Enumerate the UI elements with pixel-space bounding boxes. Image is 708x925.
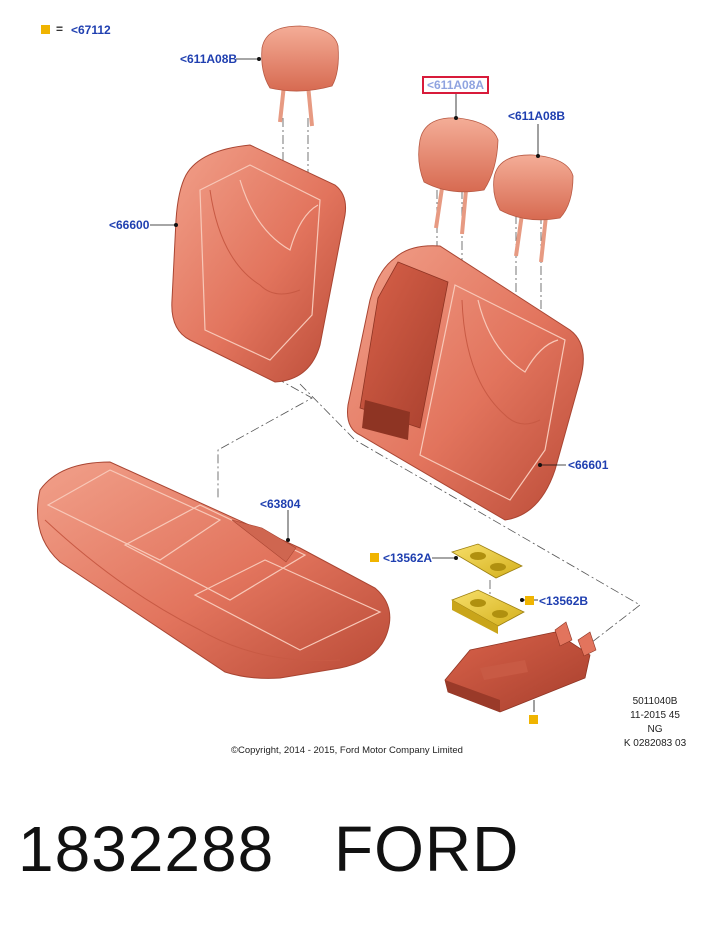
reference-line-3: NG (647, 724, 663, 735)
marker-square-cupholder-b-icon (525, 596, 534, 605)
armrest-bracket (444, 621, 597, 713)
headrest-center (418, 117, 499, 235)
callout-cupholder-a[interactable]: <13562A (383, 551, 433, 565)
reference-block: 5011040B 11-2015 45 NG K 0282083 03 (615, 695, 695, 751)
cupholder-a (451, 543, 523, 579)
marker-square-legend-icon (41, 25, 50, 34)
leader-dot-headrest-right (536, 154, 540, 158)
leader-dot-backrest-right (538, 463, 542, 467)
cupholder-b (451, 589, 525, 634)
leader-dot-cushion (286, 538, 290, 542)
backrest-right (347, 245, 584, 521)
headrest-left (261, 25, 339, 127)
leader-lines (150, 58, 566, 712)
callout-backrest-right[interactable]: <66601 (568, 458, 609, 472)
leader-dot-headrest-left (257, 57, 261, 61)
backrest-left (171, 144, 346, 383)
seat-cushion (37, 461, 391, 679)
reference-line-2: 11-2015 45 (630, 710, 680, 721)
leader-dot-backrest-left (174, 223, 178, 227)
marker-square-cupholder-a-icon (370, 553, 379, 562)
legend-code-label[interactable]: <67112 (71, 23, 111, 37)
part-number: 1832288 (18, 813, 275, 885)
reference-line-1: 5011040B (632, 696, 678, 707)
callout-headrest-right[interactable]: <611A08B (508, 109, 566, 123)
headrest-right (493, 154, 574, 263)
callout-cushion[interactable]: <63804 (260, 497, 301, 511)
reference-line-4: K 0282083 03 (623, 738, 687, 749)
brand-name: FORD (334, 813, 520, 885)
callout-cupholder-b[interactable]: <13562B (539, 594, 589, 608)
callout-headrest-left[interactable]: <611A08B (180, 52, 238, 66)
marker-square-bracket-icon (529, 715, 538, 724)
leader-dot-cupholder-a (454, 556, 458, 560)
copyright-notice: ©Copyright, 2014 - 2015, Ford Motor Comp… (231, 745, 463, 756)
leader-dot-cupholder-b (520, 598, 524, 602)
callout-headrest-center[interactable]: <611A08A (422, 76, 490, 94)
legend-equals: = (56, 22, 64, 36)
leader-dot-headrest-center (454, 116, 458, 120)
callout-backrest-left[interactable]: <66600 (109, 218, 150, 232)
